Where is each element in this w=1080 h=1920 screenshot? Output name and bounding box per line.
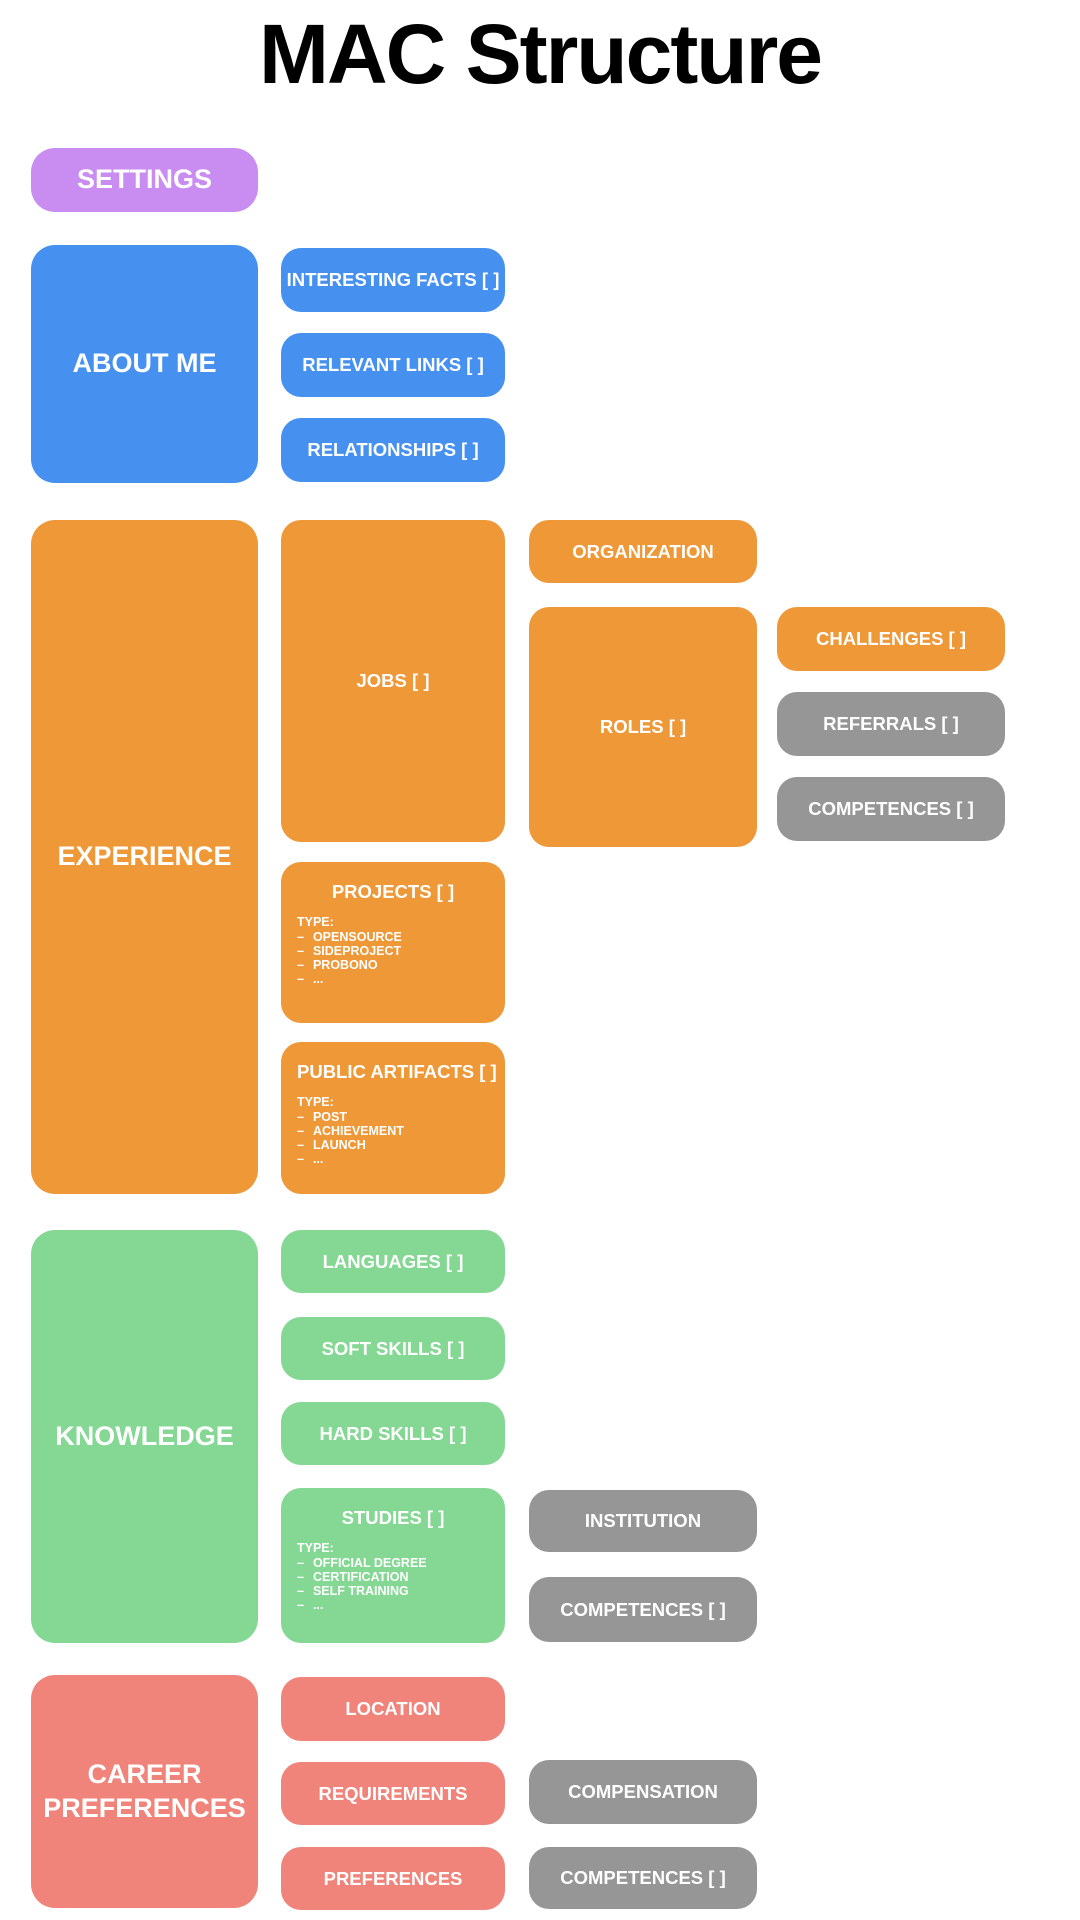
node-relationships: RELATIONSHIPS [ ] xyxy=(281,418,505,482)
type-list-item: –OFFICIAL DEGREE xyxy=(297,1556,427,1570)
node-jobs: JOBS [ ] xyxy=(281,520,505,842)
node-hard-skills: HARD SKILLS [ ] xyxy=(281,1402,505,1465)
node-organization: ORGANIZATION xyxy=(529,520,757,583)
type-list-item: –ACHIEVEMENT xyxy=(297,1124,404,1138)
node-jobs-label: JOBS [ ] xyxy=(356,670,430,691)
node-compensation-label: COMPENSATION xyxy=(568,1781,718,1802)
public-artifacts-type-label: TYPE: xyxy=(297,1095,334,1109)
type-list-item: –... xyxy=(297,972,324,986)
node-location: LOCATION xyxy=(281,1677,505,1741)
type-list-item: –SIDEPROJECT xyxy=(297,944,402,958)
node-career-preferences-label: CAREER PREFERENCES xyxy=(43,1758,246,1823)
node-hard-skills-label: HARD SKILLS [ ] xyxy=(319,1422,467,1444)
type-list-item: –... xyxy=(297,1152,324,1166)
node-referrals: REFERRALS [ ] xyxy=(777,692,1005,756)
studies-type-list: –OFFICIAL DEGREE–CERTIFICATION–SELF TRAI… xyxy=(297,1556,497,1612)
node-knowledge-label: KNOWLEDGE xyxy=(55,1420,234,1451)
node-relationships-label: RELATIONSHIPS [ ] xyxy=(307,439,479,460)
node-knowledge: KNOWLEDGE xyxy=(31,1230,258,1643)
projects-type-block: TYPE: –OPENSOURCE–SIDEPROJECT–PROBONO–..… xyxy=(297,915,497,986)
node-compensation: COMPENSATION xyxy=(529,1760,757,1824)
node-experience: EXPERIENCE xyxy=(31,520,258,1194)
node-preferences-label: PREFERENCES xyxy=(323,1867,463,1889)
node-interesting-facts: INTERESTING FACTS [ ] xyxy=(281,248,505,312)
node-projects-label: PROJECTS [ ] xyxy=(331,881,455,902)
projects-type-label: TYPE: xyxy=(297,915,334,929)
node-soft-skills-label: SOFT SKILLS [ ] xyxy=(321,1337,465,1359)
node-career-preferences: CAREER PREFERENCES xyxy=(31,1675,258,1908)
node-settings-label: SETTINGS xyxy=(76,164,212,195)
node-languages: LANGUAGES [ ] xyxy=(281,1230,505,1293)
node-interesting-facts-label: INTERESTING FACTS [ ] xyxy=(286,269,500,290)
node-career-competences: COMPETENCES [ ] xyxy=(529,1847,757,1909)
node-challenges: CHALLENGES [ ] xyxy=(777,607,1005,671)
node-organization-label: ORGANIZATION xyxy=(572,540,714,562)
node-roles-competences-label: COMPETENCES [ ] xyxy=(808,798,974,819)
node-about-me-label: ABOUT ME xyxy=(72,348,217,379)
node-requirements-label: REQUIREMENTS xyxy=(318,1782,468,1804)
node-institution: INSTITUTION xyxy=(529,1490,757,1552)
node-relevant-links: RELEVANT LINKS [ ] xyxy=(281,333,505,397)
node-roles-label: ROLES [ ] xyxy=(599,716,687,737)
node-experience-label: EXPERIENCE xyxy=(57,841,232,872)
type-list-item: –CERTIFICATION xyxy=(297,1570,409,1584)
node-settings: SETTINGS xyxy=(31,148,258,212)
node-relevant-links-label: RELEVANT LINKS [ ] xyxy=(302,354,484,375)
node-institution-label: INSTITUTION xyxy=(584,1510,702,1531)
studies-type-label: TYPE: xyxy=(297,1541,334,1555)
node-location-label: LOCATION xyxy=(345,1698,441,1719)
node-studies-competences-label: COMPETENCES [ ] xyxy=(560,1598,726,1620)
page-title: MAC Structure xyxy=(258,6,823,101)
node-studies: STUDIES [ ] TYPE: –OFFICIAL DEGREE–CERTI… xyxy=(281,1488,505,1643)
node-public-artifacts: PUBLIC ARTIFACTS [ ] TYPE: –POST–ACHIEVE… xyxy=(281,1042,505,1194)
node-projects: PROJECTS [ ] TYPE: –OPENSOURCE–SIDEPROJE… xyxy=(281,862,505,1023)
node-studies-label: STUDIES [ ] xyxy=(341,1507,445,1528)
node-public-artifacts-label: PUBLIC ARTIFACTS [ ] xyxy=(297,1061,497,1082)
node-soft-skills: SOFT SKILLS [ ] xyxy=(281,1317,505,1380)
node-referrals-label: REFERRALS [ ] xyxy=(823,713,959,734)
node-requirements: REQUIREMENTS xyxy=(281,1762,505,1825)
type-list-item: –SELF TRAINING xyxy=(297,1584,409,1598)
node-preferences: PREFERENCES xyxy=(281,1847,505,1910)
type-list-item: –PROBONO xyxy=(297,958,378,972)
projects-type-list: –OPENSOURCE–SIDEPROJECT–PROBONO–... xyxy=(297,930,497,986)
type-list-item: –POST xyxy=(297,1110,347,1124)
studies-type-block: TYPE: –OFFICIAL DEGREE–CERTIFICATION–SEL… xyxy=(297,1541,497,1612)
node-challenges-label: CHALLENGES [ ] xyxy=(815,628,967,649)
type-list-item: –... xyxy=(297,1598,324,1612)
node-about-me: ABOUT ME xyxy=(31,245,258,483)
node-languages-label: LANGUAGES [ ] xyxy=(322,1250,464,1272)
public-artifacts-type-block: TYPE: –POST–ACHIEVEMENT–LAUNCH–... xyxy=(297,1095,497,1166)
node-studies-competences: COMPETENCES [ ] xyxy=(529,1577,757,1642)
type-list-item: –LAUNCH xyxy=(297,1138,366,1152)
node-roles: ROLES [ ] xyxy=(529,607,757,847)
public-artifacts-type-list: –POST–ACHIEVEMENT–LAUNCH–... xyxy=(297,1110,497,1166)
type-list-item: –OPENSOURCE xyxy=(297,930,402,944)
node-career-competences-label: COMPETENCES [ ] xyxy=(560,1867,726,1888)
node-roles-competences: COMPETENCES [ ] xyxy=(777,777,1005,841)
